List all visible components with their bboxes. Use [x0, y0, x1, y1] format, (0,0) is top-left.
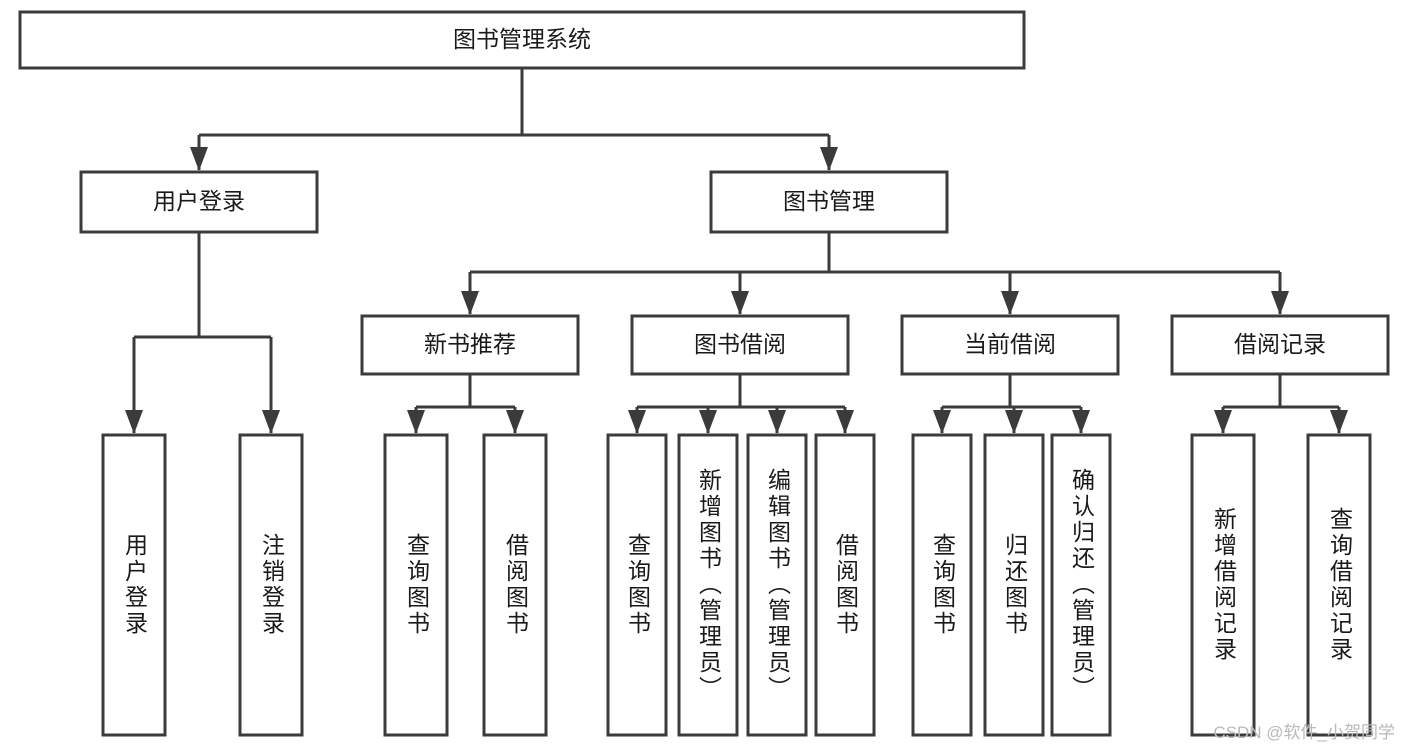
arrow-head-leaf-add-book: [699, 410, 717, 434]
node-box-leaf-edit-book[interactable]: [746, 433, 808, 737]
node-label-borrow-record: 借阅记录: [1234, 331, 1326, 357]
arrow-head-leaf-query-book-3: [933, 410, 951, 434]
node-box-root[interactable]: [18, 10, 1026, 70]
arrow-head-book-borrow: [731, 291, 749, 315]
node-box-leaf-return-book[interactable]: [983, 433, 1045, 737]
node-box-user-login[interactable]: [79, 170, 319, 234]
node-box-book-manage[interactable]: [709, 170, 949, 234]
arrow-head-leaf-query-book-2: [628, 410, 646, 434]
node-label-root: 图书管理系统: [453, 26, 591, 52]
node-box-leaf-borrow-book-1[interactable]: [482, 433, 548, 737]
arrow-head-borrow-record: [1271, 291, 1289, 315]
node-box-book-borrow[interactable]: [630, 314, 850, 376]
node-box-leaf-query-record[interactable]: [1306, 433, 1372, 737]
node-box-borrow-record[interactable]: [1170, 314, 1390, 376]
arrow-head-leaf-user-login: [125, 410, 143, 434]
arrow-head-leaf-query-book-1: [407, 410, 425, 434]
node-box-current-borrow[interactable]: [900, 314, 1120, 376]
node-label-user-login: 用户登录: [153, 188, 245, 214]
arrow-head-book-manage: [820, 147, 838, 171]
node-box-leaf-query-book-1[interactable]: [383, 433, 449, 737]
arrow-head-leaf-query-record: [1330, 410, 1348, 434]
node-box-leaf-confirm-return[interactable]: [1050, 433, 1112, 737]
node-box-leaf-query-book-3[interactable]: [911, 433, 973, 737]
csdn-watermark: CSDN @软件_小贺同学: [1213, 723, 1395, 742]
node-label-book-borrow: 图书借阅: [694, 331, 786, 357]
connector-layer: [125, 68, 1348, 434]
arrow-head-leaf-confirm-return: [1072, 410, 1090, 434]
arrow-head-current-borrow: [1001, 291, 1019, 315]
node-box-leaf-add-record[interactable]: [1190, 433, 1256, 737]
node-label-book-manage: 图书管理: [783, 188, 875, 214]
arrow-head-new-book-rec: [461, 291, 479, 315]
node-label-current-borrow: 当前借阅: [964, 331, 1056, 357]
arrow-head-leaf-add-record: [1214, 410, 1232, 434]
arrow-head-leaf-borrow-book-2: [836, 410, 854, 434]
node-box-leaf-add-book[interactable]: [677, 433, 739, 737]
node-box-new-book-rec[interactable]: [360, 314, 580, 376]
node-label-new-book-rec: 新书推荐: [424, 331, 516, 357]
arrow-head-leaf-edit-book: [768, 410, 786, 434]
node-box-leaf-user-login[interactable]: [101, 433, 167, 737]
arrow-head-leaf-logout: [262, 410, 280, 434]
box-layer: [18, 10, 1390, 737]
arrow-head-leaf-borrow-book-1: [506, 410, 524, 434]
node-box-leaf-logout[interactable]: [238, 433, 304, 737]
node-box-leaf-borrow-book-2[interactable]: [814, 433, 876, 737]
arrow-head-user-login: [190, 147, 208, 171]
node-box-leaf-query-book-2[interactable]: [606, 433, 668, 737]
arrow-head-leaf-return-book: [1005, 410, 1023, 434]
